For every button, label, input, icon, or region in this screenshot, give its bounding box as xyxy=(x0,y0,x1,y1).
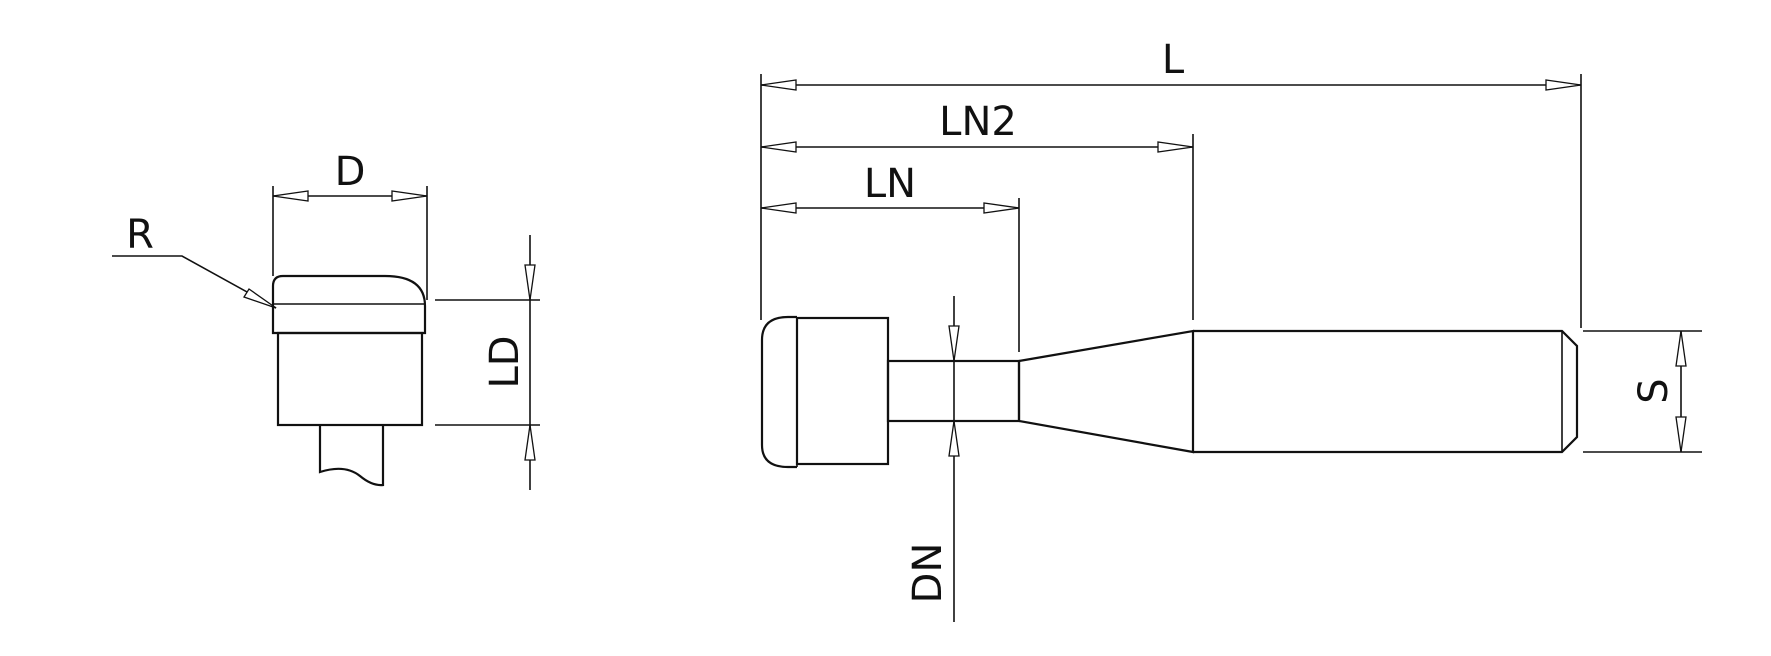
d-label: D xyxy=(335,149,366,195)
s-arrow-bottom xyxy=(1675,416,1687,453)
main-body xyxy=(795,316,890,466)
ln-arrow-right xyxy=(983,202,1020,214)
ln2-arrow-left xyxy=(760,141,797,153)
main-view: L LN2 LN DN S xyxy=(760,37,1702,622)
l-arrow-right xyxy=(1545,79,1582,91)
l-label: L xyxy=(1162,37,1185,83)
detail-body xyxy=(276,331,424,427)
detail-shank xyxy=(318,425,385,487)
s-label: S xyxy=(1631,378,1677,403)
d-arrow-right xyxy=(391,190,428,202)
l-arrow-left xyxy=(760,79,797,91)
ln2-arrow-right xyxy=(1157,141,1194,153)
r-leader-line xyxy=(112,255,277,309)
ln-label: LN xyxy=(864,161,916,207)
ld-label: LD xyxy=(482,335,528,388)
main-cutting-head xyxy=(760,315,797,469)
ld-arrow-top xyxy=(524,264,536,301)
dn-arrow-top xyxy=(948,325,960,362)
detail-view: D R LD xyxy=(112,149,540,490)
dn-arrow-bottom xyxy=(948,420,960,457)
taper xyxy=(1017,329,1195,454)
r-leader-arrow xyxy=(243,288,277,309)
dn-label: DN xyxy=(905,543,951,604)
ln-arrow-left xyxy=(760,202,797,214)
ld-arrow-bottom xyxy=(524,424,536,461)
r-label: R xyxy=(126,212,154,258)
ln2-label: LN2 xyxy=(939,99,1017,145)
d-arrow-left xyxy=(272,190,309,202)
shank xyxy=(1193,329,1579,454)
s-arrow-top xyxy=(1675,330,1687,367)
